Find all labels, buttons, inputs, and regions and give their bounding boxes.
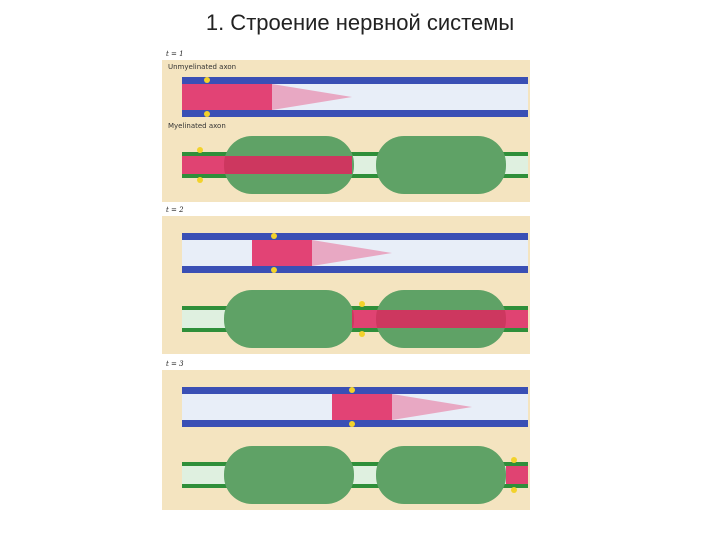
panel-t1-label: t = 1	[166, 50, 184, 58]
panel-t1: t = 1 Unmyelinated axon Myelinated axon	[162, 50, 530, 202]
panel-t3-label: t = 3	[166, 360, 184, 368]
unmyelinated-axon-t3	[182, 387, 528, 427]
unmyelinated-axon-t2	[182, 233, 528, 273]
unmyelinated-axon-label: Unmyelinated axon	[168, 63, 237, 71]
panel-t2-label: t = 2	[166, 206, 184, 214]
slide-title: 1. Строение нервной системы	[205, 10, 515, 35]
panel-t3: t = 3	[162, 360, 530, 510]
panel-t2: t = 2	[162, 206, 530, 354]
myelinated-axon-t3	[182, 446, 528, 504]
unmyelinated-axon-t1	[182, 77, 528, 117]
myelinated-axon-label: Myelinated axon	[168, 122, 226, 130]
myelinated-axon-t1	[182, 136, 528, 194]
myelinated-axon-t2	[182, 290, 528, 348]
nerve-conduction-figure: t = 1 Unmyelinated axon Myelinated axon …	[162, 48, 530, 510]
